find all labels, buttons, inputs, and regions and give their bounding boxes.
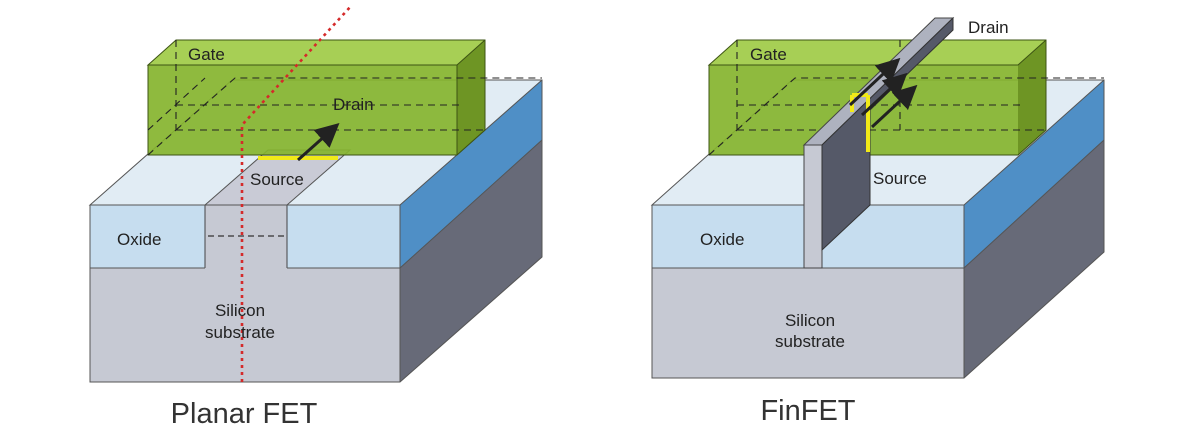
planar-gate-top xyxy=(148,40,485,65)
finfet-drain-label: Drain xyxy=(968,18,1009,37)
finfet-figure: Gate Drain Source Oxide Silicon substrat… xyxy=(650,16,1105,427)
finfet-oxide-label: Oxide xyxy=(700,230,744,249)
planar-gate-side xyxy=(457,40,485,155)
finfet-substrate-label-line2: substrate xyxy=(775,332,845,351)
planar-substrate-label-line1: Silicon xyxy=(215,301,265,320)
finfet-drain-arrow-1 xyxy=(848,57,901,107)
planar-substrate-label-line2: substrate xyxy=(205,323,275,342)
finfet-oxide-side xyxy=(964,80,1104,268)
planar-drain-label: Drain xyxy=(333,95,374,114)
finfet-gate-top xyxy=(709,40,1046,65)
finfet-drain-arrow-2 xyxy=(860,72,908,117)
finfet-source-label: Source xyxy=(873,169,927,188)
planar-fet-figure: Gate Drain Source Oxide Silicon substrat… xyxy=(88,4,543,430)
planar-drain-arrow xyxy=(297,123,340,162)
planar-gate-front xyxy=(148,65,457,155)
planar-substrate-front xyxy=(90,268,400,382)
finfet-caption: FinFET xyxy=(760,395,855,427)
planar-oxide-side xyxy=(400,80,542,268)
finfet-drain-arrow-3 xyxy=(870,84,918,129)
planar-source-label: Source xyxy=(250,170,304,189)
planar-channel-front xyxy=(205,205,287,268)
finfet-substrate-front xyxy=(652,268,964,378)
finfet-gate-side xyxy=(1018,40,1046,155)
planar-field-line xyxy=(240,4,353,382)
finfet-fin-front xyxy=(803,144,823,269)
planar-fet-caption: Planar FET xyxy=(171,398,318,430)
planar-oxide-front-right xyxy=(287,205,400,268)
planar-oxide-label: Oxide xyxy=(117,230,161,249)
planar-gate-label: Gate xyxy=(188,45,225,64)
finfet-substrate-label-line1: Silicon xyxy=(785,311,835,330)
planar-oxide-front-left xyxy=(90,205,205,268)
finfet-gate-label: Gate xyxy=(750,45,787,64)
